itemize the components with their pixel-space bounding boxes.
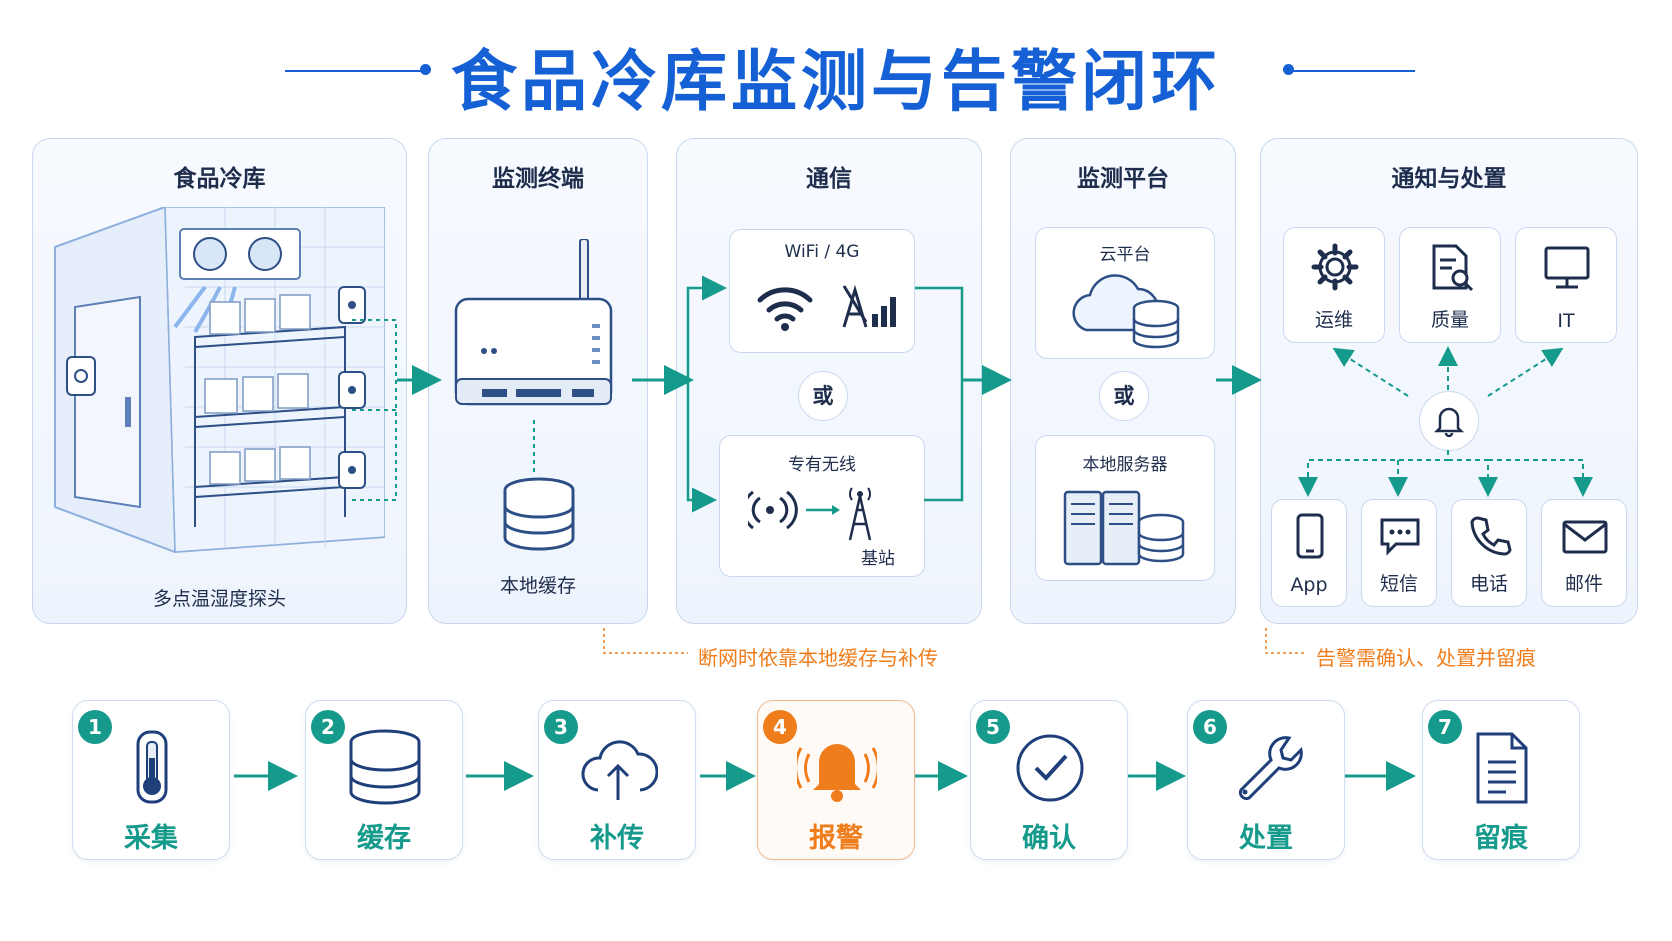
channel-card-app: App [1271,499,1347,607]
notify-panel: 通知与处置 运维 质量 IT App [1260,138,1638,624]
database-icon [349,729,421,805]
step-badge: 2 [311,710,345,744]
bell-icon [797,744,877,802]
cellular-signal-icon [842,284,896,328]
step-label: 留痕 [1474,823,1528,854]
offline-note-leader [603,628,688,654]
terminal-title: 监测终端 [492,166,584,192]
channel-card-call: 电话 [1451,499,1527,607]
document-search-icon [1432,244,1474,292]
comm-split-up [686,275,727,380]
channel-label-mail: 邮件 [1564,573,1603,595]
wifi-icon [757,287,813,331]
platform-panel: 监测平台 云平台 或 本地服务器 [1010,138,1236,624]
cold-storage-panel: 食品冷库 [32,138,407,624]
team-card-quality: 质量 [1399,227,1501,343]
comm-or-circle: 或 [798,371,848,421]
cold-storage-title: 食品冷库 [173,166,266,192]
step-badge: 4 [763,710,797,744]
wifi-4g-label: WiFi / 4G [784,242,860,262]
wifi-4g-box: WiFi / 4G [729,229,915,353]
title-dot-left [420,64,431,75]
team-label-it: IT [1557,310,1575,332]
step-label: 缓存 [357,823,411,854]
cloud-label: 云平台 [1099,245,1151,265]
team-card-ops: 运维 [1283,227,1385,343]
thermometer-icon [136,730,168,804]
wireless-label: 专有无线 [788,455,856,475]
comm-merge-up [915,286,964,380]
local-cache-database-icon [503,477,575,551]
comm-merge-down [924,380,964,502]
platform-or-circle: 或 [1099,371,1149,421]
check-circle-icon [1016,734,1084,802]
team-label-quality: 质量 [1430,309,1469,331]
channel-label-sms: 短信 [1379,573,1418,595]
step-cache: 2 缓存 [305,700,463,860]
notify-title: 通知与处置 [1391,166,1507,192]
cloud-box: 云平台 [1035,227,1215,359]
radio-signal-icon [748,487,872,541]
platform-title: 监测平台 [1077,166,1169,192]
wireless-box: 专有无线 基站 [719,435,925,577]
step-label: 处置 [1239,823,1293,854]
team-card-it: IT [1515,227,1617,343]
cloud-database-icon [1072,274,1180,349]
terminal-device-icon [454,239,613,406]
phone-icon [1296,513,1324,559]
telephone-icon [1470,516,1512,556]
step-confirm: 5 确认 [970,700,1128,860]
comm-split-down [686,380,717,513]
step-collect: 1 采集 [72,700,230,860]
step-badge: 7 [1428,710,1462,744]
step-badge: 3 [544,710,578,744]
notify-bell-circle [1419,391,1479,451]
title-line-right [1290,70,1415,72]
local-cache-label: 本地缓存 [499,575,576,597]
gear-icon [1311,243,1359,291]
step-badge: 1 [78,710,112,744]
step-label: 补传 [590,823,644,854]
step-resend: 3 补传 [538,700,696,860]
local-server-label: 本地服务器 [1082,455,1168,475]
terminal-panel: 监测终端 本地缓存 [428,138,648,624]
local-server-box: 本地服务器 [1035,435,1215,581]
server-icon [1063,490,1185,566]
title-line-left [285,70,425,72]
wrench-icon [1238,736,1303,801]
document-icon [1476,732,1528,804]
step-badge: 6 [1193,710,1227,744]
page-title: 食品冷库监测与告警闭环 [451,43,1221,120]
step-label: 采集 [124,823,178,854]
bell-icon [1433,407,1465,438]
step-label: 报警 [809,823,863,854]
offline-note: 断网时依靠本地缓存与补传 [698,646,938,670]
step-record: 7 留痕 [1422,700,1580,860]
team-label-ops: 运维 [1314,309,1353,331]
channel-label-call: 电话 [1469,573,1508,595]
step-handle: 6 处置 [1187,700,1345,860]
step-alarm: 4 报警 [757,700,915,860]
channel-card-mail: 邮件 [1541,499,1627,607]
monitor-icon [1544,246,1590,289]
channel-card-sms: 短信 [1361,499,1437,607]
base-station-label: 基站 [861,549,895,569]
sms-icon [1380,518,1420,556]
step-badge: 5 [976,710,1010,744]
cold-room-illustration [54,207,385,554]
title-dot-right [1283,64,1294,75]
comm-title: 通信 [806,166,852,192]
mail-icon [1562,520,1608,554]
step-label: 确认 [1022,823,1076,854]
cloud-upload-icon [581,740,658,800]
alarm-note: 告警需确认、处置并留痕 [1316,646,1536,670]
channel-label-app: App [1290,574,1328,596]
probe-caption: 多点温湿度探头 [152,588,286,610]
alarm-note-leader [1265,628,1306,654]
